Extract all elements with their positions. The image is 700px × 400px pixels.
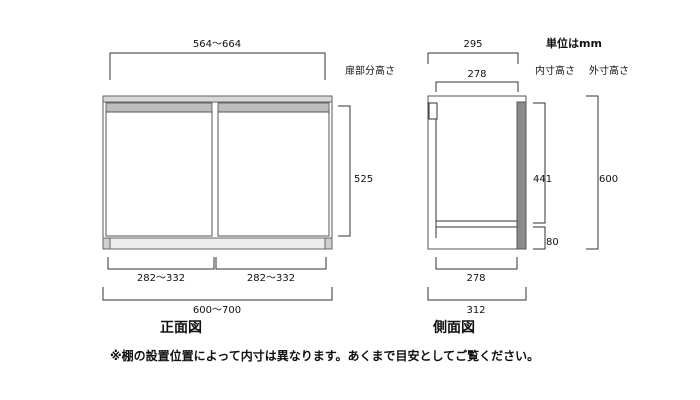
- side-bottom-depth-bracket: [427, 287, 527, 301]
- outer-height-value: 600: [599, 174, 618, 185]
- side-cabinet-body: [427, 95, 527, 250]
- side-bottom-depth-label: 312: [466, 305, 485, 316]
- front-bottom-width-bracket: [102, 287, 333, 301]
- front-bottom-width-label: 600～700: [193, 305, 241, 316]
- door-right-width-label: 282～332: [247, 273, 295, 284]
- front-plinth-right-foot: [324, 237, 333, 250]
- outer-height-caption: 外寸高さ: [589, 64, 629, 77]
- front-view: 564～664 扉部分高さ 525 282～332 282～332 600～70…: [102, 39, 395, 336]
- side-top-depth-bracket: [427, 52, 519, 64]
- front-left-door: [105, 111, 213, 237]
- side-handle-profile: [428, 102, 438, 120]
- side-inner-bottom-bracket: [435, 257, 518, 270]
- door-height-bracket: [338, 105, 351, 237]
- inner-height-caption: 内寸高さ: [535, 64, 575, 77]
- front-plinth-left-foot: [102, 237, 111, 250]
- footnote: ※棚の設置位置によって内寸は異なります。あくまで目安としてご覧ください。: [110, 348, 539, 363]
- front-top-board: [102, 95, 333, 103]
- outer-height-bracket: [586, 95, 599, 250]
- inner-height-bracket: [533, 102, 546, 224]
- side-bottom-shelf: [436, 220, 517, 228]
- inner-height-value: 441: [533, 174, 552, 185]
- front-top-width-label: 564～664: [193, 39, 241, 50]
- door-right-width-bracket: [215, 257, 327, 270]
- front-plinth: [102, 237, 333, 250]
- side-inner-bottom-label: 278: [466, 273, 485, 284]
- door-left-width-bracket: [107, 257, 215, 270]
- front-right-handle-strip: [217, 102, 330, 113]
- front-view-caption: 正面図: [160, 320, 202, 336]
- front-top-width-bracket: [109, 52, 326, 80]
- front-left-handle-strip: [105, 102, 213, 113]
- front-right-door: [217, 111, 330, 237]
- door-left-width-label: 282～332: [137, 273, 185, 284]
- base-height-value: 80: [546, 237, 559, 248]
- side-back-panel: [516, 101, 527, 250]
- side-view: 295 278 内寸高さ 外寸高さ 単位はmm 441 80 600 278 3…: [427, 36, 629, 336]
- side-inner-top-bracket: [435, 81, 519, 92]
- side-view-caption: 側面図: [432, 319, 475, 336]
- side-top-depth-label: 295: [463, 39, 482, 50]
- side-inner-top-label: 278: [467, 69, 486, 80]
- door-height-caption: 扉部分高さ: [345, 64, 395, 77]
- door-height-value: 525: [354, 174, 373, 185]
- unit-label: 単位はmm: [546, 36, 602, 50]
- base-height-bracket: [533, 226, 546, 250]
